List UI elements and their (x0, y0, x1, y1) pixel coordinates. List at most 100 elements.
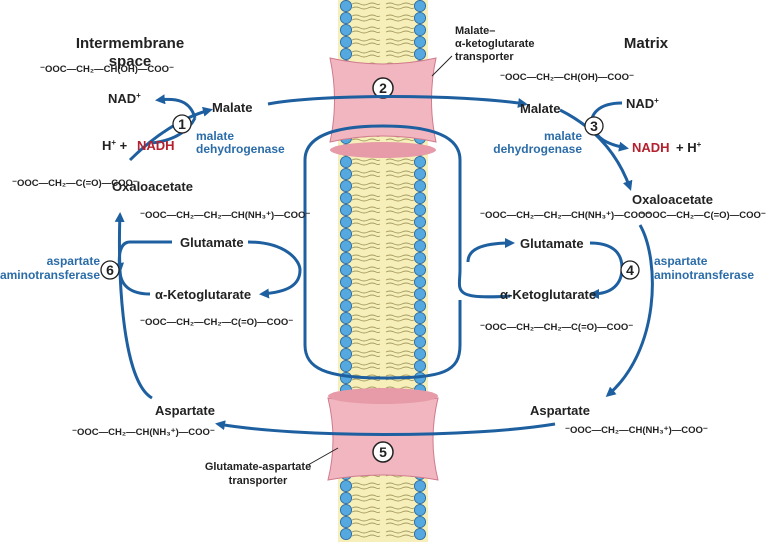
enzyme-mdh-right-line1: malate (544, 129, 582, 143)
lipid-tail (385, 290, 415, 294)
enzyme-ast-right-line2: aminotransferase (654, 268, 754, 282)
lipid-tail (385, 186, 415, 190)
lipid-tail (385, 282, 415, 286)
lipid-head (339, 203, 353, 217)
lipid-head (339, 503, 353, 517)
lipid-head (413, 515, 427, 529)
step-6-marker (100, 260, 120, 280)
label-malate-right: Malate (520, 101, 560, 116)
formula-oxaloacetate-right: ⁻OOC—CH₂—C(=O)—COO⁻ (640, 210, 766, 221)
formula-aspartate-left: ⁻OOC—CH₂—CH(NH₃⁺)—COO⁻ (72, 427, 215, 438)
lipid-tail (351, 486, 381, 490)
formula-oxaloacetate-left: ⁻OOC—CH₂—C(=O)—COO⁻ (12, 178, 138, 189)
arrow-akg-loop (303, 124, 511, 380)
lipid-head (339, 347, 353, 361)
lipid-tail (351, 270, 381, 274)
arrow-glutamate-akg-left (247, 240, 302, 299)
enzyme-ast-right-line1: aspartate (654, 254, 708, 268)
lipid-tail (351, 506, 381, 510)
lipid-tail (385, 270, 415, 274)
lipid-tail (385, 266, 415, 270)
lipid-head (339, 239, 353, 253)
lipid-head (339, 323, 353, 337)
label-aspartate-right: Aspartate (530, 403, 590, 418)
lipid-tail (351, 534, 381, 538)
lipid-tail (385, 18, 415, 22)
lipid-head (339, 227, 353, 241)
lipid-tail (351, 26, 381, 30)
step-1-marker (172, 114, 192, 134)
arrow-glutamate-right (466, 238, 515, 263)
lipid-head (339, 287, 353, 301)
lipid-tail (385, 326, 415, 330)
label-glutamate-right: Glutamate (520, 236, 584, 251)
lipid-head (413, 323, 427, 337)
lipid-head (339, 191, 353, 205)
lipid-head (339, 215, 353, 229)
lipid-tail (385, 294, 415, 298)
lipid-tail (385, 182, 415, 186)
lipid-tail (351, 518, 381, 522)
lipid-tail (351, 38, 381, 42)
lipid-tail (385, 6, 415, 10)
malate-alpha-ketoglutarate-transporter: 2 (329, 57, 437, 158)
enzyme-mdh-left-line2: dehydrogenase (196, 142, 285, 156)
lipid-head (339, 479, 353, 493)
label-malate-left: Malate (212, 100, 252, 115)
lipid-tail (385, 254, 415, 258)
lipid-head (413, 0, 427, 13)
enzyme-ast-left-line1: aspartate (47, 254, 101, 268)
step-5-marker (372, 441, 394, 463)
lipid-tail (385, 350, 415, 354)
lipid-head (339, 0, 353, 13)
lipid-tail (351, 14, 381, 18)
step-2-number: 2 (379, 80, 387, 96)
label-nadh-right: NADH (632, 140, 670, 155)
label-aspartate-left: Aspartate (155, 403, 215, 418)
lipid-tail (351, 210, 381, 214)
lipid-tail (385, 278, 415, 282)
lipid-tail (351, 18, 381, 22)
label-h-plus-right: + H+ (676, 140, 702, 155)
lipid-tail (385, 170, 415, 174)
step-3-number: 3 (590, 118, 598, 134)
step-5-number: 5 (379, 444, 387, 460)
lipid-tail (351, 318, 381, 322)
lipid-tail (385, 510, 415, 514)
arrow-aspartate-transport (215, 420, 556, 436)
lipid-tail (385, 222, 415, 226)
step-1-number: 1 (178, 116, 186, 132)
lipid-tail (351, 222, 381, 226)
lipid-head (339, 263, 353, 277)
lipid-head (413, 239, 427, 253)
lipid-tail (385, 498, 415, 502)
lipid-head (413, 359, 427, 373)
header-intermembrane-line2: space (109, 53, 152, 70)
arrow-oxaloacetate-to-aspartate (605, 224, 654, 397)
enzyme-ast-left-line2: aminotransferase (0, 268, 100, 282)
lipid-head (413, 311, 427, 325)
lipid-tail (351, 498, 381, 502)
lipid-tail (351, 254, 381, 258)
label-oxaloacetate-left: Oxaloacetate (112, 179, 193, 194)
lipid-head (413, 227, 427, 241)
lipid-tail (351, 494, 381, 498)
lipid-tail (351, 522, 381, 526)
lipid-tail (351, 366, 381, 370)
transporter-top-line1: Malate– (455, 25, 495, 37)
lipid-tail (351, 482, 381, 486)
formula-malate-right: ⁻OOC—CH₂—CH(OH)—COO⁻ (500, 72, 634, 83)
lipid-tail (351, 42, 381, 46)
step-3-marker (584, 116, 604, 136)
lipid-tail (351, 162, 381, 166)
lipid-tail (351, 378, 381, 382)
lipid-tail (351, 350, 381, 354)
lipid-tail (351, 30, 381, 34)
lipid-tail (351, 282, 381, 286)
lipid-tail (385, 162, 415, 166)
step-6-number: 6 (106, 262, 114, 278)
formula-aspartate-right: ⁻OOC—CH₂—CH(NH₃⁺)—COO⁻ (565, 425, 708, 436)
label-akg-left: α-Ketoglutarate (155, 287, 251, 302)
lipid-tail (385, 194, 415, 198)
